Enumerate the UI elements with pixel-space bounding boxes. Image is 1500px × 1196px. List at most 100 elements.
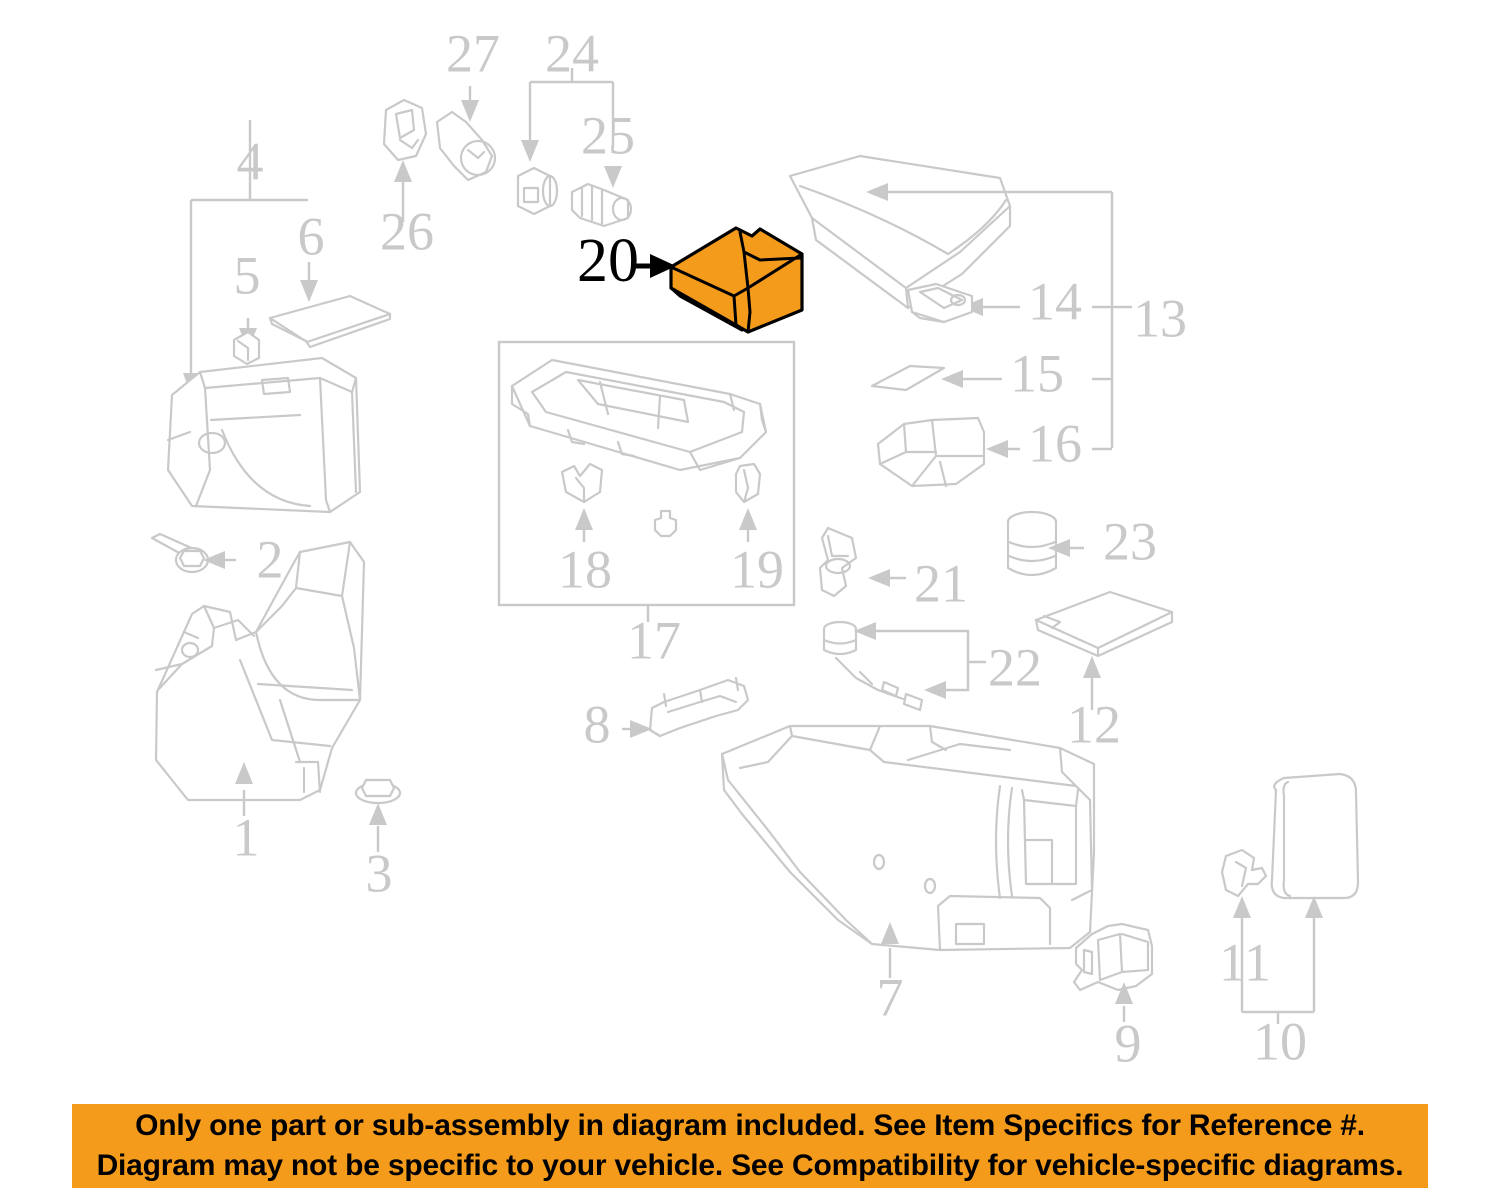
callout-label-2: 2 [257,529,284,589]
part-17-tab1 [566,428,586,446]
leader-head-16 [986,440,1008,458]
part-18-clip [560,462,604,504]
part-17-side2 [728,392,736,412]
callout-label-26: 26 [380,201,434,261]
part-1-tab [154,662,184,672]
part-17-edge1 [510,384,532,428]
part-20-bottom [669,286,744,332]
part-12-notch [1042,614,1062,630]
part-13-lid-crease [798,184,1008,256]
leader-head-26 [394,160,412,182]
part-20-corner2 [746,286,752,334]
part-1-l10 [294,760,322,794]
part-4-outline [166,356,362,514]
part-group-20-highlighted[interactable]: 20 [577,226,804,334]
callout-label-25: 25 [581,105,635,165]
part-4-l5 [209,413,302,422]
part-1-l5 [340,594,362,702]
part-9-clip [1072,922,1154,992]
callout-label-4: 4 [237,131,264,191]
part-group-9-retainer: 9 [1072,922,1154,1073]
group-box-17 [497,340,796,607]
leader-head-18 [575,508,593,530]
part-10-inner-edge [1282,780,1292,898]
part-20-lid-edge [742,250,750,290]
part-group-accessories: 21 22 23 12 [818,510,1174,754]
part-22-clamp1 [858,670,874,686]
part-1-l8 [238,658,332,748]
part-25-end [611,196,633,222]
part-26-detail1 [394,108,416,140]
leader-head-22a [854,622,876,640]
leader-head-1 [235,762,253,784]
part-7-body [720,724,1096,952]
part-20-corner [732,294,738,327]
part-25-ridges [580,184,604,226]
leader-head-3 [369,803,387,825]
part-23-band1 [1007,540,1057,549]
part-4-latch [260,376,292,396]
part-7-rear-arc1 [994,784,1002,900]
disclaimer-banner: Only one part or sub-assembly in diagram… [72,1104,1428,1188]
part-7-detail2 [928,724,948,752]
part-14-hole [949,293,967,307]
part-2-head [178,549,206,568]
part-group-17-shift-panel: 18 19 17 [497,340,796,670]
leader-4 [189,120,308,385]
callout-label-18: 18 [558,539,612,599]
callout-label-22: 22 [988,637,1042,697]
part-21-bowl [824,557,852,575]
part-23-body [1006,520,1058,577]
part-group-1-side-trim: 1 2 3 [150,529,402,903]
callout-label-11: 11 [1219,932,1271,992]
part-22-connector2 [902,692,924,712]
part-group-4-glove-box: 4 5 6 [166,120,392,514]
part-8-d2 [698,688,704,704]
part-10-panel [1270,772,1360,900]
part-8-d1 [666,694,738,714]
part-27-knob [459,139,497,177]
leader-head-15 [941,370,963,388]
part-9-d3 [1082,948,1094,976]
part-15-pad [870,364,946,392]
part-4-l4 [350,390,358,494]
part-7-hole2 [923,877,937,895]
part-7-rear-side [1070,798,1094,902]
part-7-tray-edge [868,724,882,752]
part-14-detail [918,286,964,310]
part-7-tray-lip [738,724,794,770]
leader-head-6 [300,280,318,302]
exploded-parts-diagram: 4 5 6 [150,23,1360,1073]
part-24-socket [516,166,552,216]
part-group-10-rear-panel: 11 10 [1219,772,1360,1071]
part-3-nut [360,778,396,798]
disclaimer-line-2: Diagram may not be specific to your vehi… [96,1149,1404,1182]
part-17-inner [530,370,746,454]
callout-label-19: 19 [730,539,784,599]
part-21-ashtray [818,526,858,598]
part-7-front-edge [720,752,874,946]
part-22-socket-band [822,638,858,645]
part-20-top-edge [669,252,804,298]
part-20-box[interactable] [669,226,804,334]
part-7-vent [954,922,986,946]
part-16-d5 [938,460,948,488]
leader-head-20 [650,254,676,278]
part-11-detail [1234,860,1248,888]
part-9-d2 [1120,932,1150,974]
part-21-d1 [826,534,850,558]
part-5-detail [236,339,250,362]
leader-24-bracket [528,68,615,148]
callout-label-13: 13 [1133,288,1187,348]
part-27-detail [466,148,486,160]
callout-label-5: 5 [234,245,261,305]
part-8-bracket [648,678,750,738]
part-24-end [541,174,559,208]
part-4-hole [197,431,227,455]
callout-label-14: 14 [1028,271,1082,331]
part-17-rib1 [598,380,610,416]
leader-head-11 [1233,896,1251,918]
callout-label-20: 20 [577,227,639,295]
part-group-8-bracket: 8 [584,676,750,754]
